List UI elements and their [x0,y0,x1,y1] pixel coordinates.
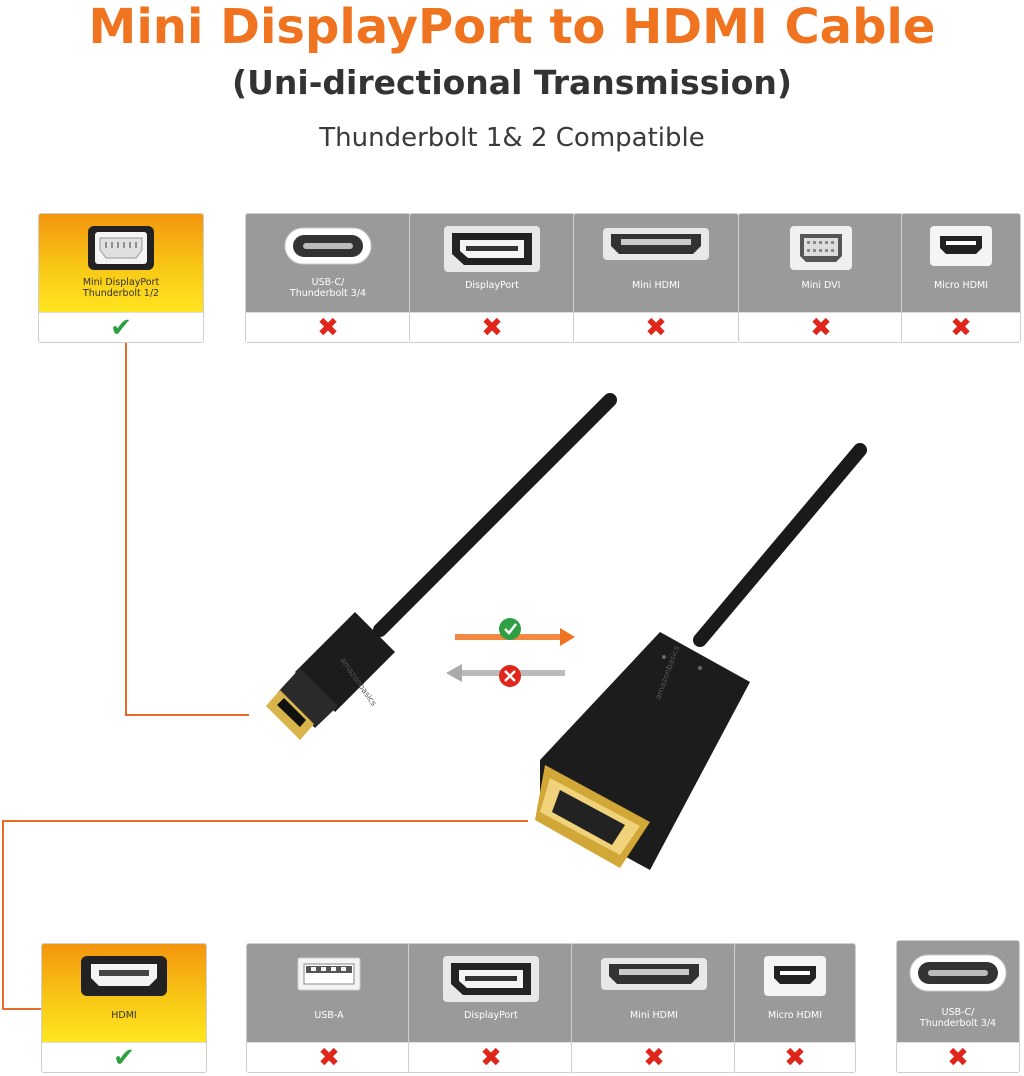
port-card-mini-displayport: Mini DisplayPort Thunderbolt 1/2 ✔ [38,213,204,343]
port-card-hdmi: HDMI ✔ [41,943,207,1073]
port-label: DisplayPort [464,1010,518,1021]
cross-icon: ✖ [318,1043,340,1073]
page-subtitle: (Uni-directional Transmission) [232,63,792,102]
port-card-micro-hdmi: Micro HDMI ✖ [901,213,1021,343]
port-label: Mini DVI [801,280,841,291]
port-label: Mini DisplayPort Thunderbolt 1/2 [82,277,160,299]
page-title: Mini DisplayPort to HDMI Cable [88,0,936,55]
port-card-displayport: DisplayPort ✖ [409,213,575,343]
cross-icon: ✖ [947,1043,969,1073]
port-card-mini-hdmi: Mini HDMI ✖ [571,943,737,1073]
cross-icon: ✖ [784,1043,806,1073]
target-connector-line [2,820,4,1010]
usb-c-icon [284,227,372,265]
target-connector-line-horizontal [2,820,528,822]
port-label: Mini HDMI [632,280,680,291]
reverse-direction-arrow [446,664,565,687]
port-card-micro-hdmi: Micro HDMI ✖ [734,943,856,1073]
hdmi-plug: amazonbasics [535,632,750,870]
cross-icon: ✖ [810,313,832,343]
cross-icon: ✖ [950,313,972,343]
forward-direction-arrow [455,618,575,646]
cross-icon: ✖ [643,1043,665,1073]
mini-hdmi-icon [601,958,707,990]
target-connector-line-end [2,1008,42,1010]
mini-hdmi-icon [603,228,709,260]
port-card-displayport: DisplayPort ✖ [408,943,574,1073]
cross-icon: ✖ [645,313,667,343]
source-connector-line [125,343,127,716]
source-connector-line-horizontal [125,714,249,716]
hdmi-icon [81,956,167,996]
port-label: HDMI [111,1010,137,1021]
port-label: DisplayPort [465,280,519,291]
cross-icon: ✖ [481,313,503,343]
mini-dvi-icon [790,226,852,270]
port-card-usb-c: USB-C/ Thunderbolt 3/4 ✖ [896,940,1020,1073]
port-label: Mini HDMI [630,1010,678,1021]
mini-displayport-icon [88,226,154,270]
cross-icon: ✖ [317,313,339,343]
port-label: USB-A [314,1010,344,1021]
check-icon: ✔ [113,1043,135,1073]
port-label: Micro HDMI [933,280,989,291]
port-label: Micro HDMI [767,1010,823,1021]
micro-hdmi-icon [930,226,992,266]
usb-c-icon [909,954,1007,992]
micro-hdmi-icon [764,956,826,996]
cable-illustration: amazonbasics amazonbasics [266,393,867,870]
port-card-mini-dvi: Mini DVI ✖ [738,213,904,343]
usb-a-icon [297,957,361,991]
displayport-icon [443,956,539,1002]
mini-displayport-plug: amazonbasics [266,612,395,740]
port-label: USB-C/ Thunderbolt 3/4 [919,1007,997,1029]
port-card-mini-hdmi: Mini HDMI ✖ [573,213,739,343]
cross-icon: ✖ [480,1043,502,1073]
port-card-usb-c: USB-C/ Thunderbolt 3/4 ✖ [245,213,411,343]
compatibility-tagline: Thunderbolt 1& 2 Compatible [319,123,705,153]
port-label: USB-C/ Thunderbolt 3/4 [289,277,367,299]
check-icon: ✔ [110,313,132,343]
port-card-usb-a: USB-A ✖ [246,943,412,1073]
displayport-icon [444,226,540,272]
